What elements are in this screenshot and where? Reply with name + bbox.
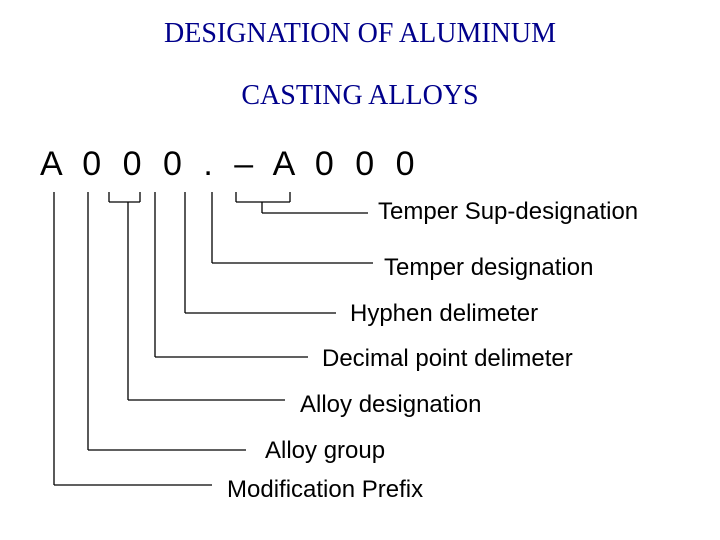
title-line-2: CASTING ALLOYS <box>241 80 479 111</box>
designation-code: A 0 0 0 . – A 0 0 0 <box>40 145 421 183</box>
label-temper-designation: Temper designation <box>384 254 594 281</box>
title-line-1: DESIGNATION OF ALUMINUM <box>164 18 556 49</box>
label-alloy-group: Alloy group <box>265 437 386 464</box>
label-modification-prefix: Modification Prefix <box>227 476 424 503</box>
label-temper-sup-designation: Temper Sup-designation <box>378 198 639 225</box>
label-alloy-designation: Alloy designation <box>300 391 482 418</box>
label-hyphen-delimeter: Hyphen delimeter <box>350 300 539 327</box>
label-decimal-point-delimeter: Decimal point delimeter <box>322 345 573 372</box>
